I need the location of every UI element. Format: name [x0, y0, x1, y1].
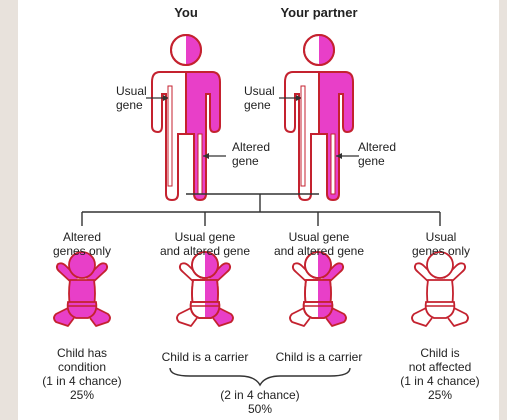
carrier-group-brace [170, 368, 350, 385]
parent-partner-head-altered-half [319, 35, 334, 65]
children-figures [54, 252, 468, 326]
inheritance-connector [82, 194, 440, 226]
usual-gene-label-you: Usual gene [116, 84, 156, 112]
child-4-figure [412, 252, 468, 326]
parent-partner-body-altered-half [319, 72, 353, 200]
child-1-percent: 25% [32, 388, 132, 402]
child-1-header: Altered genes only [32, 230, 132, 258]
child-4-percent: 25% [380, 388, 500, 402]
parent-partner-figure [279, 35, 359, 200]
parent-you-label: You [168, 6, 204, 20]
carrier-group-chance: (2 in 4 chance) [200, 388, 320, 402]
child-2-figure [177, 252, 233, 326]
usual-gene-label-partner: Usual gene [244, 84, 284, 112]
child-4-header: Usual genes only [396, 230, 486, 258]
child-4-diaper [426, 302, 455, 318]
parent-you-head-altered-half [186, 35, 201, 65]
parent-partner-label: Your partner [271, 6, 367, 20]
altered-gene-label-you: Altered gene [232, 140, 282, 168]
child-4-caption: Child is not affected [380, 346, 500, 374]
child-3-caption: Child is a carrier [262, 350, 376, 364]
child-2-header: Usual gene and altered gene [148, 230, 262, 258]
child-1-figure [54, 252, 110, 326]
child-4-chance: (1 in 4 chance) [380, 374, 500, 388]
child-3-figure [290, 252, 346, 326]
altered-gene-label-partner: Altered gene [358, 140, 408, 168]
parent-you-figure [146, 35, 226, 200]
child-1-diaper [68, 302, 97, 318]
parent-you-body-altered-half [186, 72, 220, 200]
child-3-header: Usual gene and altered gene [262, 230, 376, 258]
child-1-caption: Child has condition [32, 346, 132, 374]
carrier-group-percent: 50% [200, 402, 320, 416]
child-2-caption: Child is a carrier [148, 350, 262, 364]
child-1-chance: (1 in 4 chance) [20, 374, 144, 388]
